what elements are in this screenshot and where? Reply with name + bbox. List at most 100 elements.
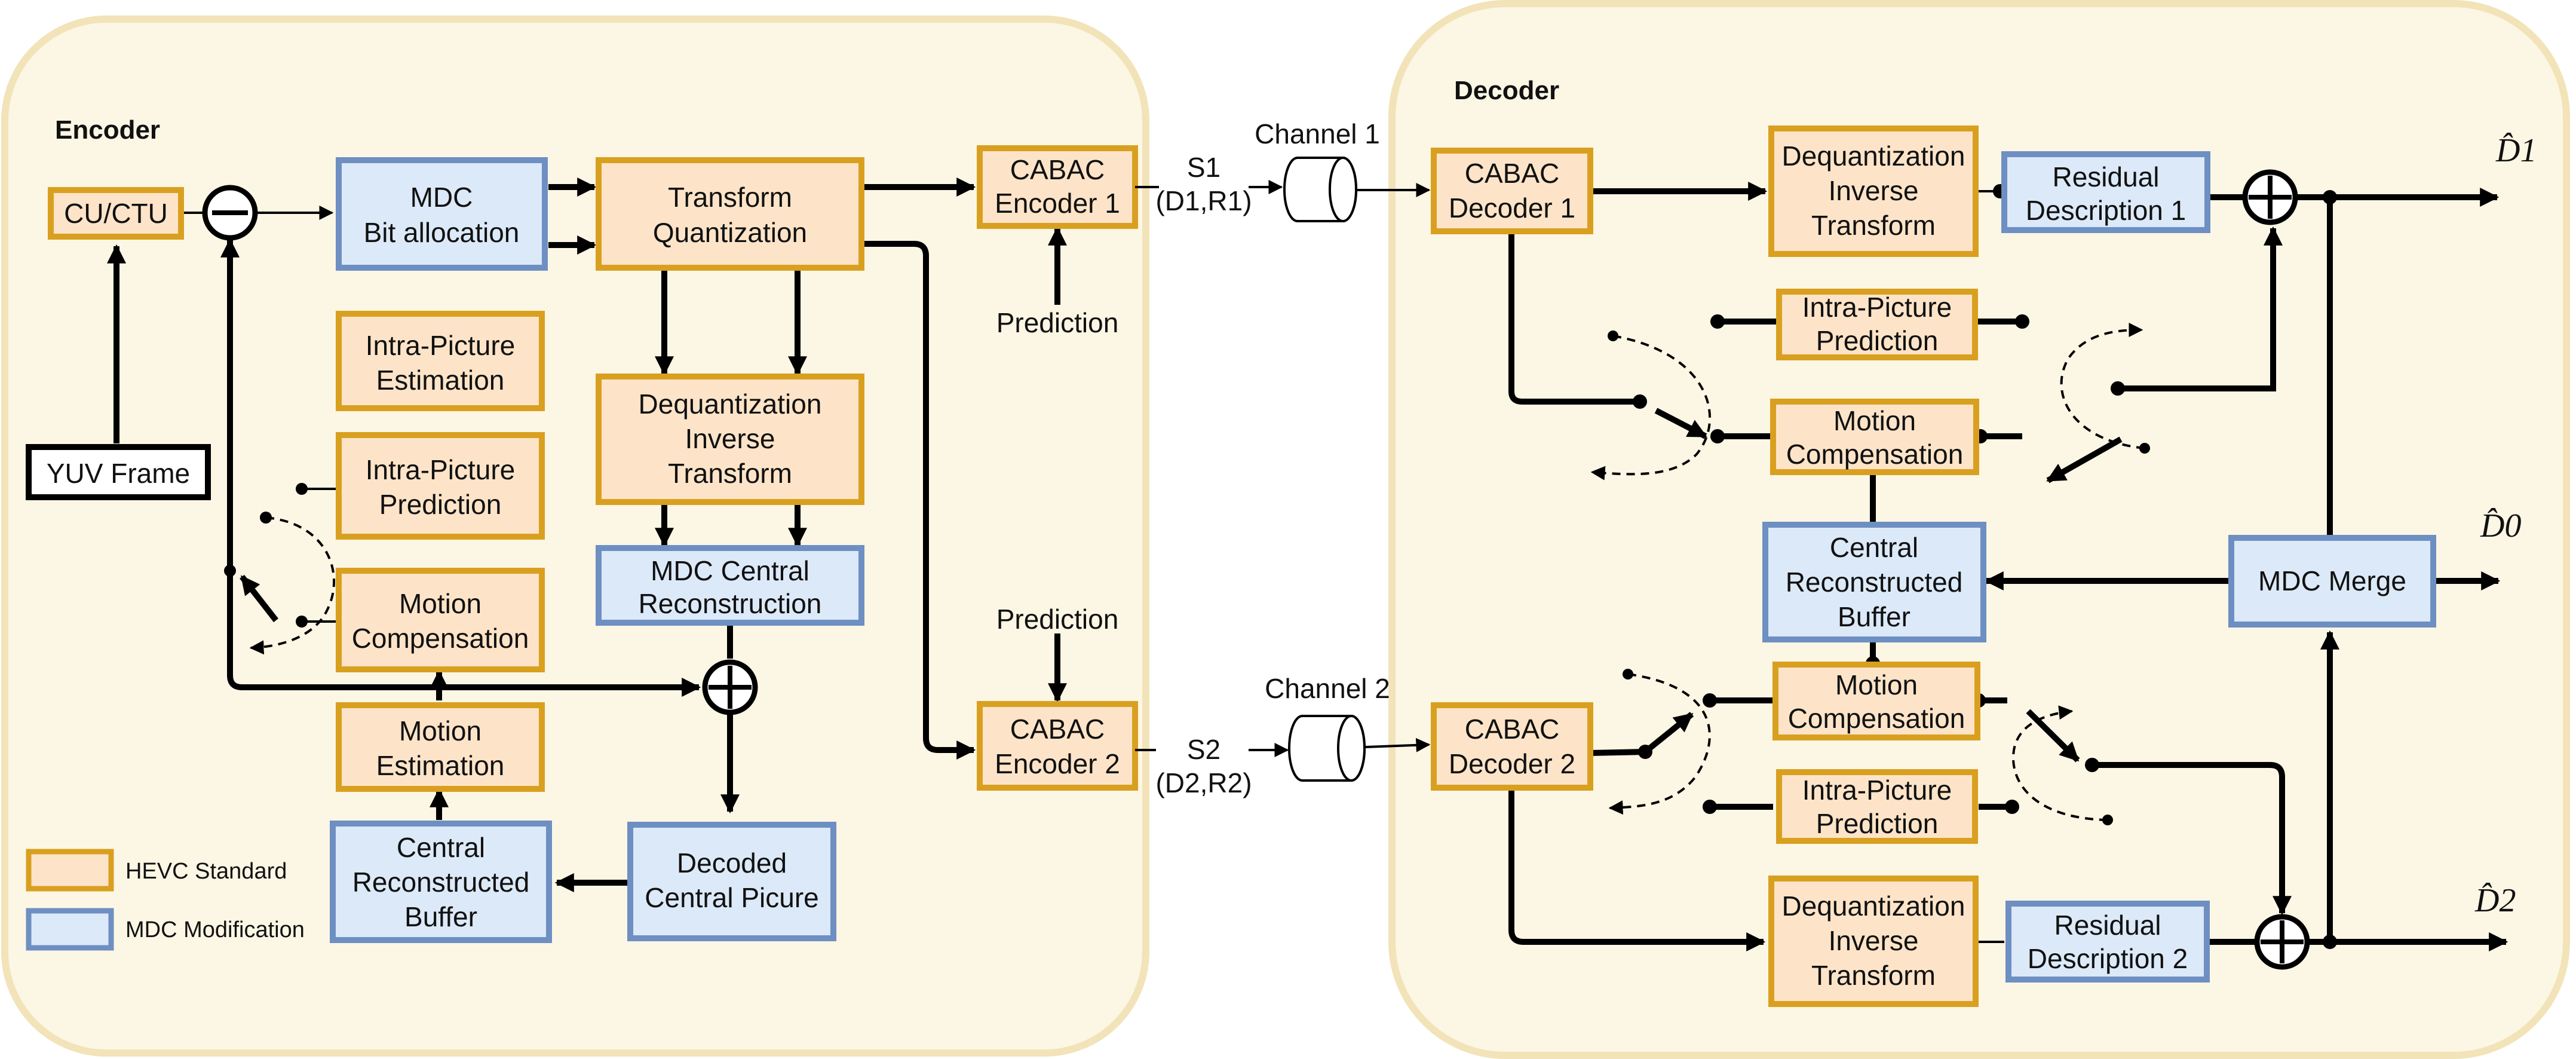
decoded-central-picture-box: Decoded Central Picure (627, 822, 836, 941)
svg-text:Intra-Picture: Intra-Picture (1802, 775, 1952, 806)
encoder-junctions (224, 483, 308, 628)
svg-text:Residual: Residual (2053, 161, 2160, 192)
cabac-decoder-2-box: CABAC Decoder 2 (1431, 702, 1593, 791)
encoder-central-buffer-box: Central Reconstructed Buffer (330, 821, 552, 943)
s1-label: S1 (1187, 152, 1220, 183)
mdc-merge-box: MDC Merge (2228, 535, 2436, 628)
svg-text:MDC Central: MDC Central (651, 555, 809, 586)
channel-2-link (1135, 737, 1431, 757)
svg-text:Decoder 1: Decoder 1 (1449, 192, 1575, 224)
svg-text:Encoder 1: Encoder 1 (995, 188, 1120, 219)
svg-text:Compensation: Compensation (352, 623, 529, 654)
motion-estimation-box: Motion Estimation (336, 702, 545, 792)
encoder-dequantization-box: Dequantization Inverse Transform (596, 374, 864, 505)
svg-text:Prediction: Prediction (1816, 808, 1939, 839)
svg-text:Bit allocation: Bit allocation (364, 217, 520, 248)
svg-text:CABAC: CABAC (1465, 158, 1559, 189)
svg-text:Dequantization: Dequantization (1782, 890, 1965, 922)
svg-text:Buffer: Buffer (1838, 601, 1910, 632)
svg-text:Decoder 2: Decoder 2 (1449, 748, 1575, 779)
svg-text:Motion: Motion (1833, 405, 1916, 436)
svg-text:Intra-Picture: Intra-Picture (366, 330, 516, 361)
residual-description-2-box: Residual Description 2 (2005, 901, 2210, 983)
output-d0-label: D̂0 (2480, 507, 2521, 544)
svg-text:Transform: Transform (668, 182, 792, 213)
svg-text:Intra-Picture: Intra-Picture (366, 454, 516, 485)
svg-text:Inverse: Inverse (1829, 925, 1919, 956)
channel-1-label: Channel 1 (1255, 118, 1380, 149)
decoder-dequantization-1-box: Dequantization Inverse Transform (1768, 126, 1979, 257)
svg-text:Motion: Motion (399, 588, 482, 619)
transform-quantization-box: Transform Quantization (596, 157, 864, 271)
mdc-bit-allocation-box: MDC Bit allocation (336, 157, 548, 271)
channel-1-link (1135, 180, 1431, 197)
svg-text:Dequantization: Dequantization (639, 388, 822, 420)
svg-text:Transform: Transform (1811, 960, 1936, 991)
decoder-dequantization-2-box: Dequantization Inverse Transform (1768, 876, 1979, 1007)
svg-text:Inverse: Inverse (685, 423, 775, 454)
svg-text:Central Picure: Central Picure (645, 882, 818, 913)
channel-2-label: Channel 2 (1265, 673, 1390, 704)
svg-text:Central: Central (1830, 532, 1918, 563)
svg-text:Reconstruction: Reconstruction (639, 588, 822, 619)
intra-picture-estimation-box: Intra-Picture Estimation (336, 311, 545, 411)
decoder-intra-prediction-2-box: Intra-Picture Prediction (1776, 769, 1978, 844)
s1-rate-label: (D1,R1) (1155, 185, 1252, 216)
svg-text:CABAC: CABAC (1465, 714, 1559, 745)
cabac-decoder-1-box: CABAC Decoder 1 (1431, 148, 1593, 234)
decoder-adder-2-symbol (2254, 914, 2310, 970)
s2-rate-label: (D2,R2) (1155, 767, 1252, 798)
output-d1-label: D̂1 (2495, 132, 2537, 169)
svg-text:Central: Central (397, 832, 485, 863)
svg-text:Buffer: Buffer (404, 901, 477, 932)
svg-text:MDC Merge: MDC Merge (2258, 565, 2406, 596)
decoder-intra-prediction-1-box: Intra-Picture Prediction (1776, 289, 1978, 360)
svg-text:Motion: Motion (399, 715, 482, 746)
cabac-encoder-1-box: CABAC Encoder 1 (977, 145, 1138, 229)
s2-label: S2 (1187, 734, 1220, 765)
svg-text:CU/CTU: CU/CTU (64, 198, 168, 229)
svg-text:Intra-Picture: Intra-Picture (1802, 292, 1952, 323)
svg-text:Compensation: Compensation (1786, 439, 1964, 470)
svg-text:Encoder 2: Encoder 2 (995, 748, 1120, 779)
cabac-encoder-2-box: CABAC Encoder 2 (977, 701, 1138, 791)
svg-text:CABAC: CABAC (1010, 154, 1105, 185)
channel-1-cylinder (1283, 157, 1357, 222)
svg-text:Motion: Motion (1835, 669, 1918, 700)
encoder-panel (1, 16, 1149, 1057)
svg-text:Quantization: Quantization (653, 217, 807, 248)
mdc-central-reconstruction-box: MDC Central Reconstruction (596, 545, 864, 626)
prediction-label-2: Prediction (996, 604, 1119, 635)
svg-text:MDC: MDC (410, 182, 473, 213)
encoder-intra-prediction-box: Intra-Picture Prediction (336, 432, 545, 540)
svg-text:Estimation: Estimation (376, 750, 505, 781)
channel-2-cylinder (1288, 715, 1366, 782)
svg-text:Reconstructed: Reconstructed (352, 867, 530, 898)
encoder-motion-compensation-box: Motion Compensation (336, 568, 545, 672)
decoder-central-buffer-box: Central Reconstructed Buffer (1762, 522, 1986, 642)
decoder-adder-1-symbol (2242, 169, 2298, 225)
svg-text:CABAC: CABAC (1010, 714, 1105, 745)
svg-text:Transform: Transform (1811, 210, 1936, 241)
decoder-connections (1508, 181, 2508, 952)
residual-description-1-box: Residual Description 1 (2001, 151, 2210, 233)
svg-text:Estimation: Estimation (376, 365, 505, 396)
yuv-frame-box: YUV Frame (26, 444, 211, 500)
svg-text:YUV Frame: YUV Frame (47, 458, 190, 489)
svg-text:Reconstructed: Reconstructed (1786, 567, 1963, 598)
output-d2-label: D̂2 (2474, 882, 2516, 919)
svg-text:Transform: Transform (668, 458, 792, 489)
decoder-title: Decoder (1454, 76, 1559, 105)
legend-mdc-swatch (26, 908, 114, 951)
svg-text:Prediction: Prediction (1816, 325, 1939, 356)
legend: HEVC Standard MDC Modification (26, 849, 305, 951)
svg-text:Prediction: Prediction (379, 489, 502, 520)
cu-ctu-box: CU/CTU (48, 187, 184, 240)
subtractor-symbol (202, 185, 258, 241)
svg-text:Description 1: Description 1 (2026, 195, 2186, 226)
svg-text:Compensation: Compensation (1788, 703, 1965, 734)
svg-text:Inverse: Inverse (1829, 175, 1919, 206)
encoder-title: Encoder (55, 115, 160, 145)
encoder-connections (106, 177, 1068, 893)
